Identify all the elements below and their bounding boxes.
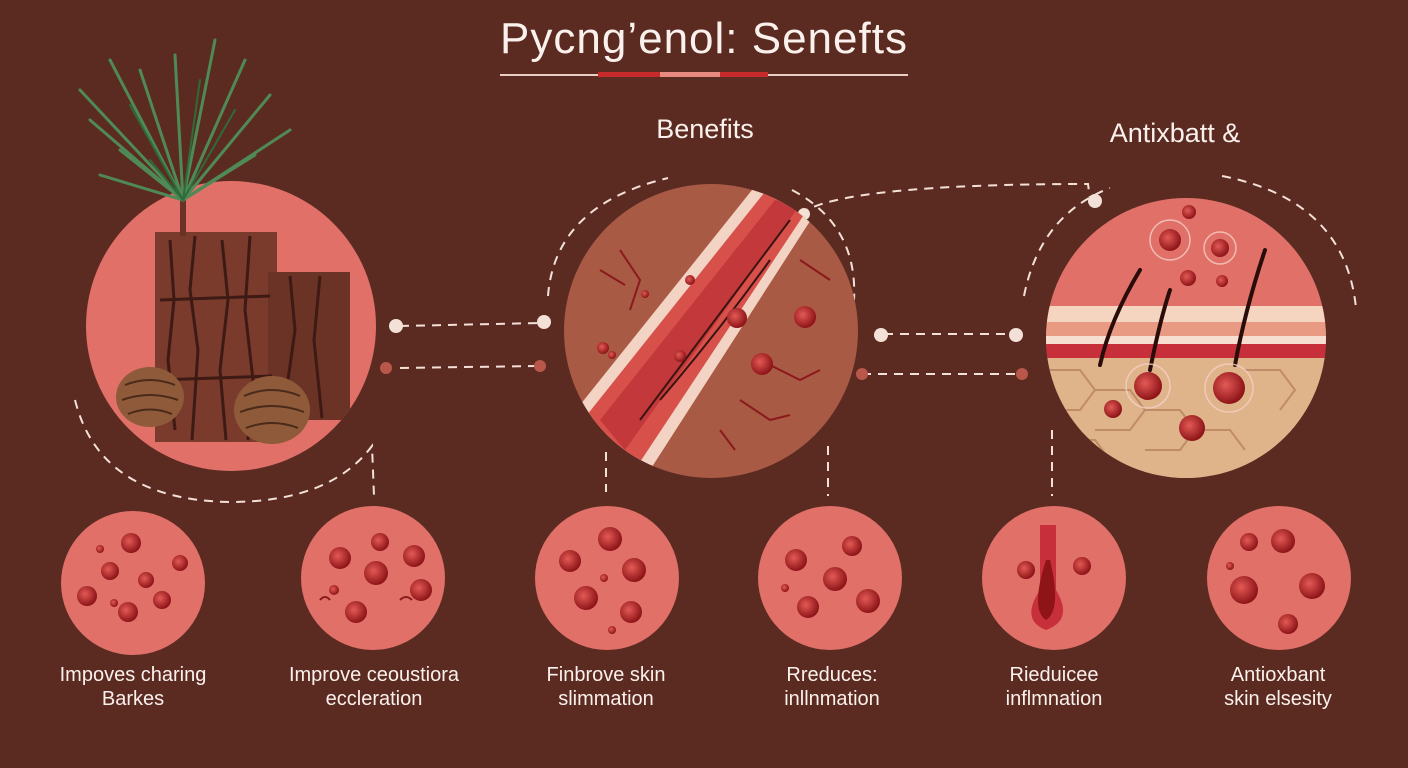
blood-vessel-illustration [564,184,858,478]
title-rule-right [768,74,908,76]
title-rule-left [500,74,598,76]
pine-bark-illustration [78,38,376,471]
section-label-antioxidant: Antixbatt & [1109,118,1241,148]
caption-2: Improve ceoustiora eccleration [264,663,484,711]
caption-3: Finbrove skin slimmation [496,663,716,711]
blood-cells-icon [61,511,205,655]
caption-1: Impoves charing Barkes [23,663,243,711]
caption-1-line2: Barkes [101,688,165,710]
caption-4-line2: inllnmation [784,688,880,710]
pine-cone-left [116,367,184,427]
pine-cone-right [234,376,310,444]
caption-6-line1: Antioxbant [1230,664,1326,686]
caption-6: Antioxbant skin elsesity [1168,663,1388,711]
connector-dots [380,194,1102,380]
skin-layer-illustration [1046,198,1326,478]
title-rule-accent [598,72,660,77]
title-rule-center [660,72,720,77]
caption-5-line2: inflmnation [1005,688,1103,710]
skin-cells-icon [535,506,679,650]
caption-5-line1: Rieduicee [1009,664,1099,686]
caption-4: Rreduces: inllnmation [722,663,942,711]
caption-6-line2: skin elsesity [1224,688,1332,710]
caption-3-line2: slimmation [558,688,654,710]
circulation-cells-icon [301,506,445,650]
antioxidant-cells-icon [1207,506,1351,650]
red-cells-icon [758,506,902,650]
inflamed-follicle-icon [982,506,1126,650]
caption-4-line1: Rreduces: [786,664,878,686]
page-title: Pycng’enol: Senefts [500,14,908,63]
connector-lines [74,175,1357,504]
caption-2-line1: Improve ceoustiora [288,664,460,686]
caption-3-line1: Finbrove skin [546,664,666,686]
section-label-benefits: Benefits [656,114,754,144]
caption-5: Rieduicee inflmnation [944,663,1164,711]
title-rule-accent-2 [720,72,768,77]
caption-2-line2: eccleration [325,688,423,710]
caption-1-line1: Impoves charing [59,664,207,686]
